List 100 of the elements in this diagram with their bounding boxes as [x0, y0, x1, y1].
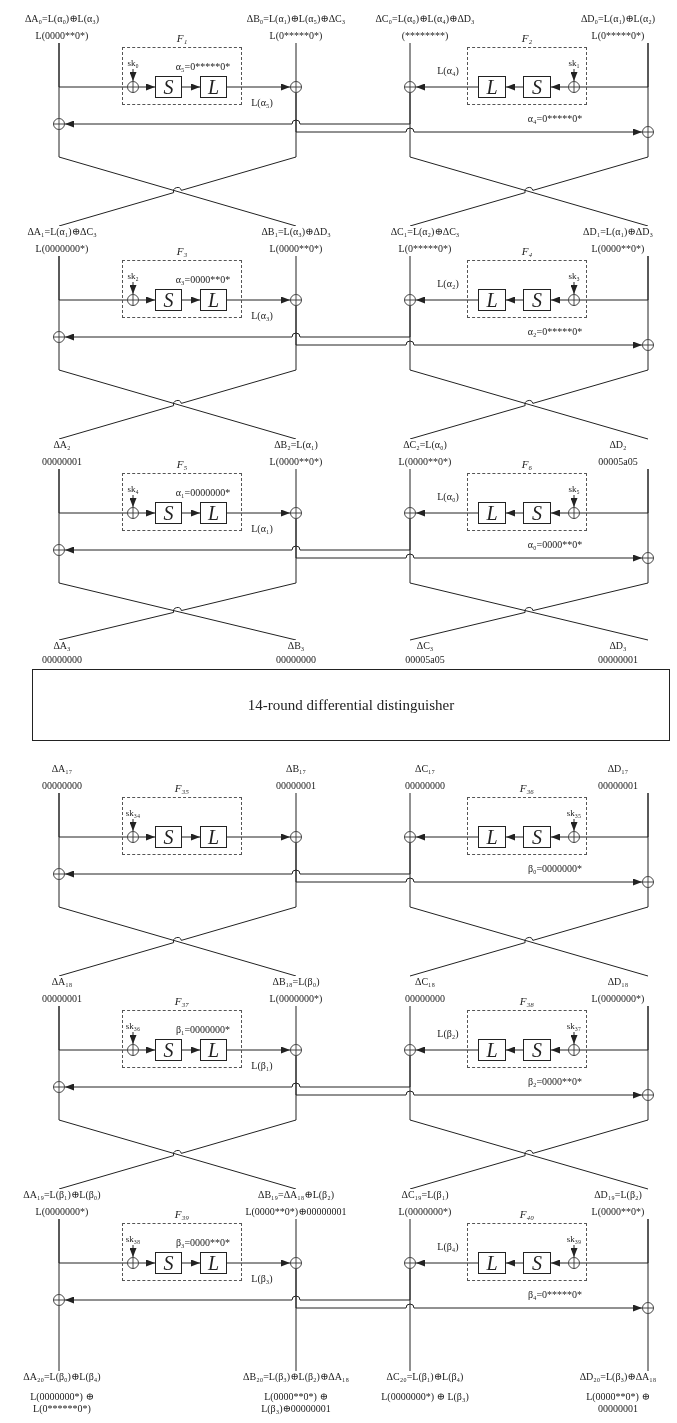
formula-label: L(0*****0*)	[591, 30, 645, 42]
formula-label: ΔD₁=L(α₁)⊕ΔD₃	[583, 226, 653, 238]
formula-label: 00000001	[42, 993, 82, 1005]
arrow	[415, 833, 479, 841]
formula-label: L(0000000*)	[269, 993, 323, 1005]
arrow	[226, 1046, 291, 1054]
formula-label: ΔC₁₇	[414, 763, 436, 775]
xor-symbol	[290, 294, 302, 306]
key-label: sk₄	[124, 483, 142, 495]
function-label: F₃	[176, 244, 188, 258]
xor-symbol	[404, 294, 416, 306]
xor-symbol	[568, 831, 580, 843]
arrow	[138, 296, 156, 304]
function-box: L	[200, 826, 227, 848]
signal-line	[295, 42, 297, 82]
xor-symbol	[290, 831, 302, 843]
arrow	[505, 296, 524, 304]
function-label: F₄₀	[519, 1207, 535, 1221]
formula-label: L(0000**0*)	[35, 30, 89, 42]
formula-label: ΔD₂₀=L(β₃)⊕ΔA₁₈	[579, 1371, 657, 1383]
key-label: sk₁	[565, 57, 583, 69]
function-box: S	[155, 826, 182, 848]
formula-label: L(β₁)	[250, 1060, 274, 1072]
signal-line	[295, 792, 297, 832]
signal-line	[409, 792, 411, 832]
signal-line	[58, 1305, 60, 1372]
formula-label: β₄=0*****0*	[526, 1289, 584, 1301]
xor-symbol	[127, 294, 139, 306]
function-label: F₃₈	[519, 994, 535, 1008]
formula-label: ΔC₁=L(α₂)⊕ΔC₃	[390, 226, 460, 238]
arrow	[550, 1046, 569, 1054]
xor-symbol	[290, 1044, 302, 1056]
arrow	[129, 1244, 137, 1258]
formula-label: ΔD₃	[609, 640, 627, 652]
function-box: S	[155, 1252, 182, 1274]
formula-label: ΔA₂₀=L(β₀)⊕L(β₄)	[23, 1371, 101, 1383]
xor-symbol	[127, 81, 139, 93]
formula-label: L(0000**0*)	[269, 243, 323, 255]
arrow	[415, 509, 479, 517]
xor-symbol	[53, 1081, 65, 1093]
xor-symbol	[127, 1257, 139, 1269]
function-box: L	[200, 289, 227, 311]
function-box: S	[155, 76, 182, 98]
signal-line	[295, 255, 297, 295]
signal-line	[58, 1218, 60, 1295]
formula-label: L(0000000*)	[591, 993, 645, 1005]
arrow	[129, 68, 137, 82]
function-box: L	[478, 826, 506, 848]
formula-label: ΔB₁=L(α₃)⊕ΔD₃	[261, 226, 331, 238]
formula-label: ΔA₁₈	[51, 976, 73, 988]
xor-symbol	[568, 1257, 580, 1269]
arrow	[505, 83, 524, 91]
xor-symbol	[290, 507, 302, 519]
arrow	[226, 296, 291, 304]
formula-label: L(β₂)	[436, 1028, 460, 1040]
function-box: S	[155, 1039, 182, 1061]
signal-line	[58, 305, 297, 440]
formula-label: ΔC₂=L(α₀)	[403, 439, 447, 451]
function-box: S	[523, 1039, 551, 1061]
formula-label: 00000000	[405, 780, 445, 792]
function-box: L	[478, 289, 506, 311]
xor-symbol	[53, 331, 65, 343]
formula-label: 00000000	[42, 780, 82, 792]
formula-label: L(0000000*)	[35, 1206, 89, 1218]
xor-symbol	[404, 1044, 416, 1056]
formula-label: ΔB₁₇	[285, 763, 307, 775]
formula-label: ΔC₁₉=L(β₁)	[401, 1189, 449, 1201]
signal-line	[647, 42, 649, 127]
xor-symbol	[404, 831, 416, 843]
xor-symbol	[53, 544, 65, 556]
formula-label: ΔB₃	[287, 640, 305, 652]
signal-line	[409, 92, 649, 227]
function-box: S	[523, 826, 551, 848]
formula-label: L(β₃)	[250, 1273, 274, 1285]
xor-symbol	[568, 294, 580, 306]
arrow	[570, 494, 578, 508]
formula-label: ΔA₀=L(α₀)⊕L(α₃)	[24, 13, 100, 25]
arrow	[570, 68, 578, 82]
xor-symbol	[642, 1302, 654, 1314]
signal-line	[58, 42, 60, 119]
function-box: L	[200, 76, 227, 98]
formula-label: 00000000	[42, 654, 82, 666]
formula-label: β₁=0000000*	[174, 1024, 232, 1036]
formula-label: ΔA₂	[53, 439, 71, 451]
signal-line	[409, 563, 649, 641]
signal-line	[647, 255, 649, 340]
xor-symbol	[404, 1257, 416, 1269]
formula-label: ΔC₂₀=L(β₁)⊕L(β₄)	[386, 1371, 464, 1383]
xor-symbol	[642, 1089, 654, 1101]
key-label: sk₂	[124, 270, 142, 282]
arrow	[505, 1259, 524, 1267]
signal-line	[409, 255, 411, 295]
arrow	[129, 494, 137, 508]
signal-line	[409, 518, 649, 641]
signal-line	[409, 1005, 411, 1045]
arrow	[415, 1046, 479, 1054]
signal-line	[58, 518, 297, 641]
signal-line	[58, 342, 297, 440]
formula-label: L(0*****0*)	[398, 243, 452, 255]
arrow	[129, 818, 137, 832]
